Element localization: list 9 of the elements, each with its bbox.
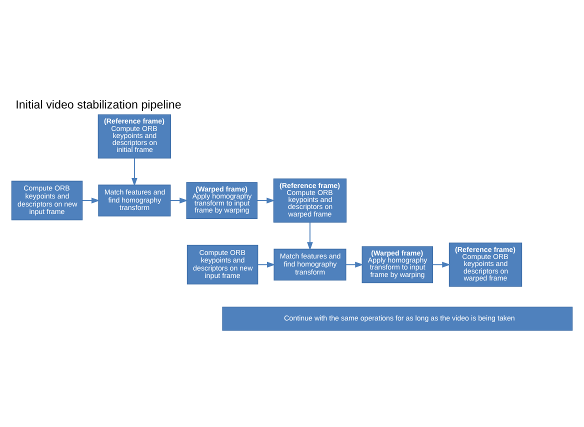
arrow [170,198,188,204]
arrow [432,262,451,268]
arrow [307,222,313,250]
arrow [82,198,100,204]
arrow [257,262,276,268]
diagram-title: Initial video stabilization pipeline [16,98,182,112]
arrow [256,198,276,204]
arrow [346,262,364,268]
arrow [132,158,138,186]
